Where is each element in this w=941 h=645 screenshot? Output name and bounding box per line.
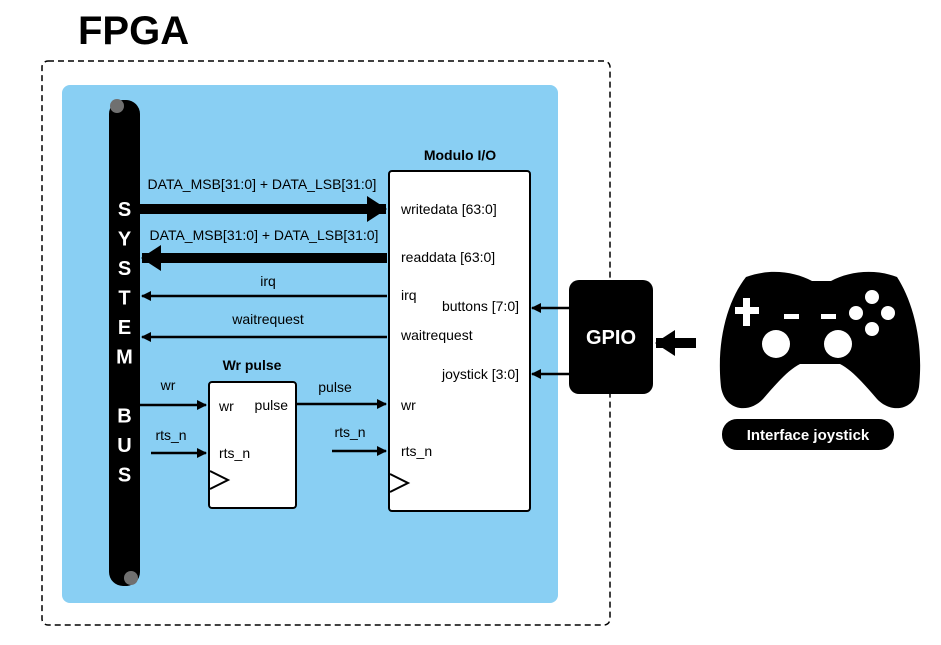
modulo-io-block [388, 170, 531, 512]
system-bus-letter: B [117, 406, 131, 428]
port-waitrequest: waitrequest [400, 327, 473, 343]
wr-pulse-clock-icon [209, 470, 231, 490]
system-bus-letter: S [118, 199, 131, 221]
modulo-io-title: Modulo I/O [424, 147, 496, 163]
modulo-io-clock-icon [389, 473, 411, 493]
data-read-label: DATA_MSB[31:0] + DATA_LSB[31:0] [150, 227, 379, 243]
wr-pulse-port-pulse: pulse [255, 397, 289, 413]
rts-in-label: rts_n [155, 427, 186, 443]
wr-pulse-port-wr: wr [218, 398, 234, 414]
system-bus-letter: M [116, 347, 133, 369]
waitrequest-label: waitrequest [231, 311, 304, 327]
irq-label: irq [260, 273, 276, 289]
port-irq: irq [401, 287, 417, 303]
system-bus-letter: Y [118, 229, 132, 251]
joystick-label: Interface joystick [747, 427, 870, 444]
wr-in-label: wr [160, 377, 176, 393]
port-rts-n: rts_n [401, 443, 432, 459]
wr-pulse-title: Wr pulse [223, 357, 282, 373]
system-bus-letter: S [118, 465, 131, 487]
wr-pulse-port-rts: rts_n [219, 445, 250, 461]
port-wr: wr [400, 397, 416, 413]
data-write-label: DATA_MSB[31:0] + DATA_LSB[31:0] [148, 176, 377, 192]
gpio-block [569, 280, 653, 394]
port-buttons: buttons [7:0] [442, 298, 519, 314]
system-bus-letter: S [118, 258, 131, 280]
system-bus-letter: T [118, 288, 130, 310]
port-joystick: joystick [3:0] [441, 366, 519, 382]
system-bus-letter: U [117, 435, 131, 457]
fpga-title: FPGA [78, 9, 189, 53]
system-bus-letter: E [118, 317, 131, 339]
wr-pulse-block [208, 381, 297, 509]
bus-cap-bottom [124, 571, 138, 585]
bus-cap-top [110, 99, 124, 113]
rts-io-label: rts_n [334, 424, 365, 440]
gamepad-icon [719, 271, 921, 409]
gpio-label: GPIO [586, 327, 636, 349]
port-readdata: readdata [63:0] [401, 249, 495, 265]
port-writedata: writedata [63:0] [400, 201, 497, 217]
joystick-label-pill [722, 419, 894, 450]
pulse-label: pulse [318, 379, 352, 395]
